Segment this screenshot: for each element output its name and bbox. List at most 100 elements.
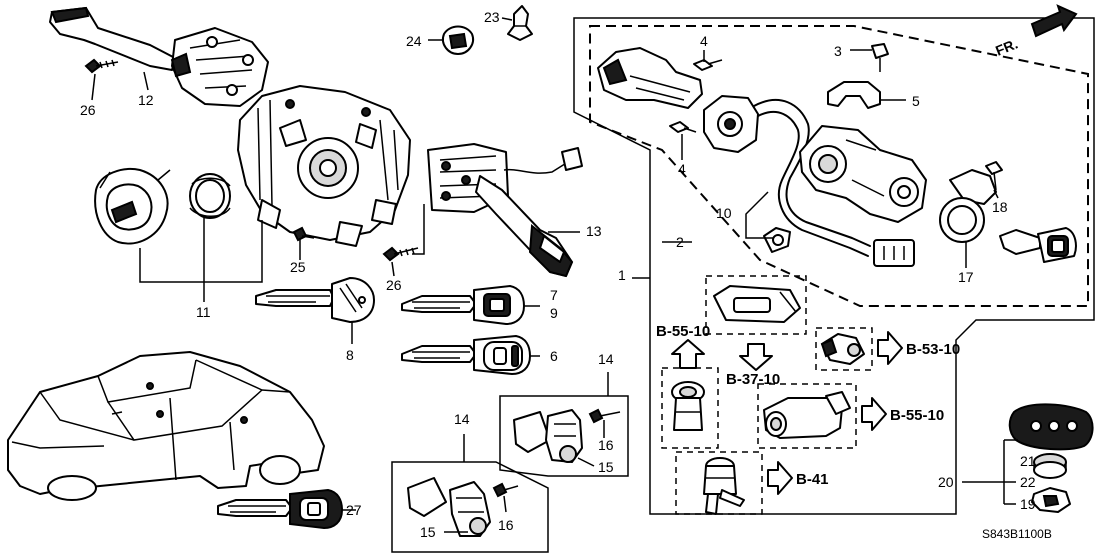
callout-24: 24 [406, 33, 422, 49]
callout-14-upper: 14 [598, 351, 614, 367]
leader-16-lower [503, 495, 507, 513]
callout-20: 20 [938, 474, 954, 490]
leader-18 [993, 189, 999, 199]
leader-26-left [91, 73, 96, 101]
clip-24 [442, 25, 474, 55]
hood-lock-cylinder [703, 457, 745, 515]
key-right [999, 227, 1077, 263]
front-direction-indicator [1030, 4, 1078, 38]
leader-26-to-13 [412, 204, 425, 255]
leader-23 [501, 17, 513, 21]
key-ring-17 [939, 169, 997, 243]
glove-cylinder-box [661, 367, 719, 449]
spacer-ring-11 [189, 173, 231, 219]
arrow-down-b37 [739, 343, 773, 371]
bolt-4-lower [669, 121, 697, 133]
ref-b41: B-41 [796, 471, 829, 488]
callout-11: 11 [196, 304, 211, 320]
ref-b55-upper: B-55-10 [656, 323, 710, 340]
callout-13: 13 [586, 223, 602, 239]
leader-11-bracket [139, 220, 263, 283]
callout-9: 9 [550, 305, 558, 321]
leader-15-upper [577, 457, 595, 467]
callout-12: 12 [138, 92, 154, 108]
callout-15-upper: 15 [598, 459, 614, 475]
callout-26-center: 26 [386, 277, 402, 293]
key-7-9 [401, 285, 525, 325]
ref-b55-right: B-55-10 [890, 407, 944, 424]
callout-4-upper: 4 [700, 33, 708, 49]
callout-16-upper: 16 [598, 437, 614, 453]
fuel-lid-cylinder-box [815, 327, 873, 371]
callout-18: 18 [992, 199, 1008, 215]
clamp-5 [827, 81, 881, 109]
trunk-cylinder-box [705, 275, 807, 335]
cable-reel-11 [94, 168, 171, 245]
cover-19 [1031, 487, 1071, 513]
clip-23 [507, 5, 533, 41]
ref-b53: B-53-10 [906, 341, 960, 358]
ignition-switch [703, 95, 915, 267]
front-direction-label: FR. [993, 35, 1020, 58]
arrow-up-b55 [671, 339, 705, 369]
callout-15-lower: 15 [420, 524, 436, 540]
callout-3: 3 [834, 43, 842, 59]
leader-26-center [391, 261, 395, 277]
battery-22 [1033, 453, 1067, 479]
harness-clip-10 [763, 227, 791, 253]
callout-22: 22 [1020, 474, 1036, 490]
callout-23: 23 [484, 9, 500, 25]
callout-27: 27 [346, 502, 362, 518]
bolt-3 [871, 43, 889, 72]
combination-switch-13 [427, 143, 583, 278]
car-outline [7, 351, 325, 501]
glove-box-cylinder [671, 381, 705, 431]
callout-4-lower: 4 [678, 161, 686, 177]
callout-7: 7 [550, 287, 558, 303]
steering-lock-cover [597, 47, 703, 109]
door-key-cylinder [763, 391, 851, 439]
diagram-code: S843B1100B [982, 527, 1052, 541]
arrow-right-b55 [861, 397, 887, 431]
bolt-4-upper [693, 59, 723, 71]
callout-21: 21 [1020, 453, 1036, 469]
screw-26-left [84, 58, 119, 74]
callout-5: 5 [912, 93, 920, 109]
arrow-right-b41 [767, 461, 793, 495]
fuel-lid-cylinder [820, 333, 865, 365]
callout-26-left: 26 [80, 102, 96, 118]
callout-2: 2 [676, 234, 684, 250]
callout-19: 19 [1020, 496, 1036, 512]
screw-26-center [382, 246, 419, 262]
arrow-right-b53 [877, 331, 903, 365]
trunk-cylinder [713, 285, 801, 323]
leader-19-22-bracket [962, 439, 1018, 505]
combination-switch-lever-12 [49, 6, 269, 107]
callout-10: 10 [716, 205, 732, 221]
door-cylinder-14-upper [513, 408, 621, 463]
callout-25: 25 [290, 259, 306, 275]
callout-6: 6 [550, 348, 558, 364]
group-14-upper-box [499, 395, 629, 477]
callout-17: 17 [958, 269, 974, 285]
leader-10 [745, 191, 774, 239]
screw-25 [292, 226, 315, 242]
key-8 [255, 277, 375, 323]
callout-8: 8 [346, 347, 354, 363]
column-switch-housing [237, 85, 411, 247]
key-27 [217, 488, 344, 530]
steering-lock-body [799, 125, 927, 223]
leader-12 [143, 71, 149, 91]
callout-1: 1 [618, 267, 626, 283]
callout-14-lower: 14 [454, 411, 470, 427]
door-cylinder-14-lower [407, 477, 519, 537]
bolt-18 [985, 161, 1003, 191]
group-14-lower-box [391, 461, 549, 553]
lockset-boundary-2 [589, 25, 1089, 307]
ref-b37: B-37-10 [726, 371, 780, 388]
callout-16-lower: 16 [498, 517, 514, 533]
hood-lock-box [675, 451, 763, 515]
keyless-remote-21 [1008, 403, 1094, 451]
